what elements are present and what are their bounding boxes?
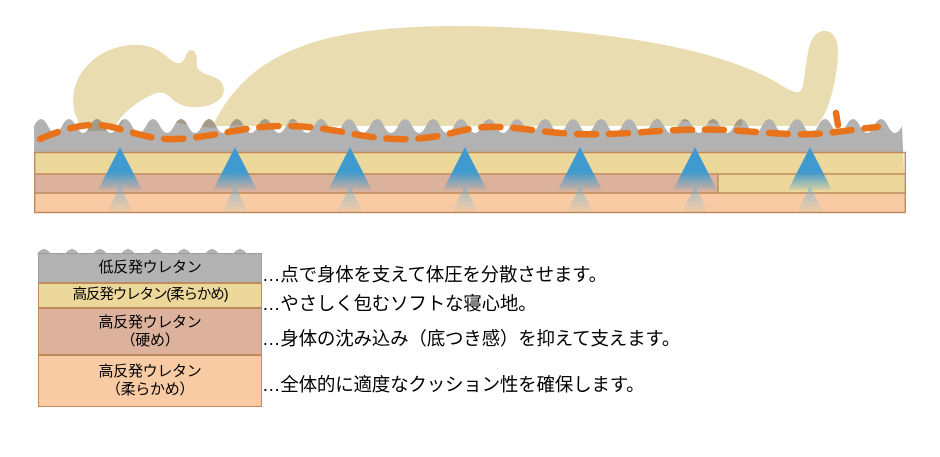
support-arrow <box>213 147 257 212</box>
legend: 低反発ウレタン 高反発ウレタン(柔らかめ) 高反発ウレタン （硬め） 高反発ウレ… <box>37 249 262 407</box>
description-high-rebound-soft-top: …やさしく包むソフトな寝心地。 <box>262 293 537 314</box>
description-low-rebound: …点で身体を支えて体圧を分散させます。 <box>262 264 607 285</box>
support-arrow <box>673 147 717 212</box>
support-arrow <box>443 147 487 212</box>
legend-item-low-rebound[interactable]: 低反発ウレタン <box>38 253 262 283</box>
legend-item-high-rebound-soft-bottom[interactable]: 高反発ウレタン （柔らかめ） <box>38 355 262 407</box>
support-arrow <box>328 147 372 212</box>
legend-label: 低反発ウレタン <box>98 259 202 277</box>
legend-item-high-rebound-soft-top[interactable]: 高反発ウレタン(柔らかめ) <box>38 283 262 308</box>
pressure-distribution-line <box>36 121 882 143</box>
legend-label: 高反発ウレタン(柔らかめ) <box>72 286 229 303</box>
legend-label: 高反発ウレタン （硬め） <box>98 313 202 349</box>
description-high-rebound-firm: …身体の沈み込み（底つき感）を抑えて支えます。 <box>262 328 681 349</box>
body-shape <box>73 26 838 141</box>
description-high-rebound-soft-bottom: …全体的に適度なクッション性を確保します。 <box>262 374 645 395</box>
sleeping-person-silhouette <box>73 26 838 141</box>
support-arrow <box>98 147 142 212</box>
legend-item-high-rebound-firm[interactable]: 高反発ウレタン （硬め） <box>38 308 262 355</box>
support-arrow <box>558 147 602 212</box>
support-arrow <box>788 147 832 212</box>
pressure-line-dash-foot <box>832 109 842 129</box>
support-arrow-group <box>98 147 832 212</box>
cross-section-illustration <box>34 26 906 214</box>
legend-label: 高反発ウレタン （柔らかめ） <box>98 363 202 398</box>
